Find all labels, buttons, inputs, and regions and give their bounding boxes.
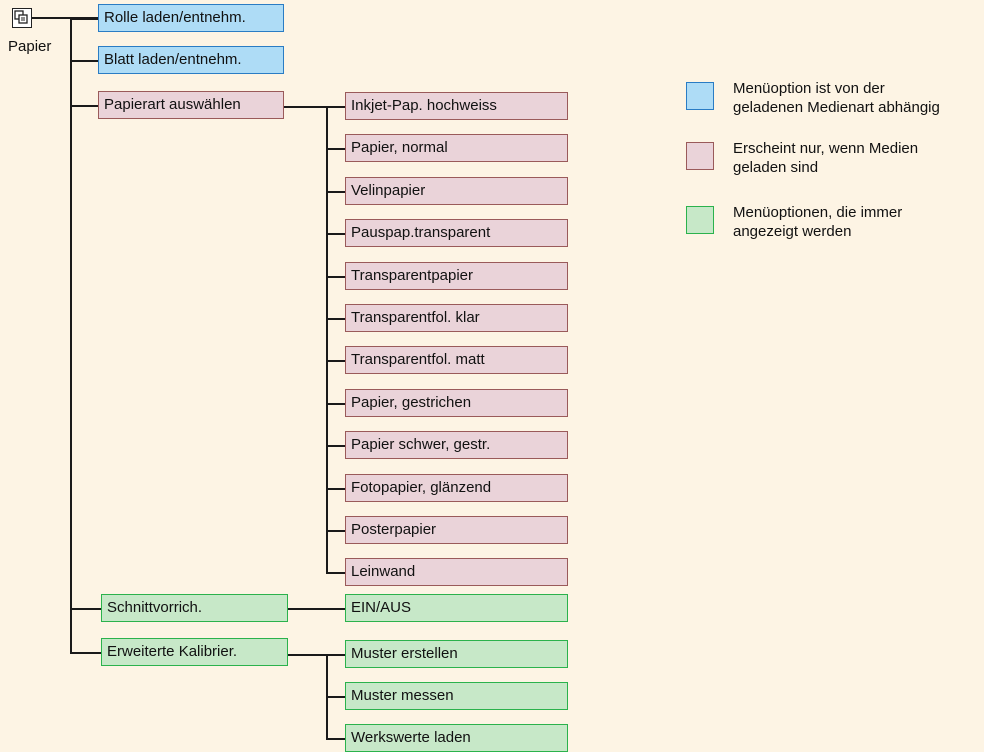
calibration-option[interactable]: Muster erstellen (345, 640, 568, 668)
legend-text: Menüoption ist von der geladenen Mediena… (733, 80, 940, 116)
branch-line (70, 608, 101, 610)
branch-line (326, 148, 345, 150)
trunk-line (70, 17, 72, 654)
paper-type-item[interactable]: Transparentfol. matt (345, 346, 568, 374)
calibration-option[interactable]: Muster messen (345, 682, 568, 710)
menu-item-level1[interactable]: Rolle laden/entnehm. (98, 4, 284, 32)
branch-line (326, 738, 345, 740)
paper-type-item[interactable]: Inkjet-Pap. hochweiss (345, 92, 568, 120)
paper-type-spine (326, 106, 328, 574)
paper-type-item[interactable]: Papier, normal (345, 134, 568, 162)
paper-type-item[interactable]: Leinwand (345, 558, 568, 586)
calibration-connector (288, 654, 326, 656)
legend-swatch (686, 82, 714, 110)
cutter-option[interactable]: EIN/AUS (345, 594, 568, 622)
branch-line (326, 654, 345, 656)
branch-line (326, 318, 345, 320)
branch-line (326, 445, 345, 447)
paper-type-item[interactable]: Transparentfol. klar (345, 304, 568, 332)
root-label: Papier (8, 38, 52, 55)
menu-item-level1[interactable]: Papierart auswählen (98, 91, 284, 119)
paper-type-item[interactable]: Papier, gestrichen (345, 389, 568, 417)
branch-line (70, 105, 98, 107)
branch-line (326, 106, 345, 108)
branch-line (70, 652, 101, 654)
paper-type-item[interactable]: Posterpapier (345, 516, 568, 544)
paper-type-item[interactable]: Velinpapier (345, 177, 568, 205)
paper-type-item[interactable]: Pauspap.transparent (345, 219, 568, 247)
menu-item-level1[interactable]: Blatt laden/entnehm. (98, 46, 284, 74)
menu-item-level1[interactable]: Schnittvorrich. (101, 594, 288, 622)
branch-line (70, 18, 98, 20)
branch-line (326, 360, 345, 362)
branch-line (326, 696, 345, 698)
paper-type-item[interactable]: Transparentpapier (345, 262, 568, 290)
paper-type-item[interactable]: Papier schwer, gestr. (345, 431, 568, 459)
branch-line (326, 572, 345, 574)
menu-item-level1[interactable]: Erweiterte Kalibrier. (101, 638, 288, 666)
legend-swatch (686, 142, 714, 170)
legend-text: Menüoptionen, die immer angezeigt werden (733, 204, 903, 240)
legend-swatch (686, 206, 714, 234)
branch-line (326, 530, 345, 532)
paper-menu-icon (12, 8, 32, 28)
paper-type-item[interactable]: Fotopapier, glänzend (345, 474, 568, 502)
branch-line (326, 191, 345, 193)
branch-line (326, 488, 345, 490)
cutter-connector (288, 608, 345, 610)
root-connector (32, 17, 98, 19)
branch-line (326, 233, 345, 235)
paper-type-connector (284, 106, 326, 108)
branch-line (70, 60, 98, 62)
calibration-option[interactable]: Werkswerte laden (345, 724, 568, 752)
legend-text: Erscheint nur, wenn Medien geladen sind (733, 140, 919, 176)
branch-line (326, 403, 345, 405)
branch-line (326, 276, 345, 278)
